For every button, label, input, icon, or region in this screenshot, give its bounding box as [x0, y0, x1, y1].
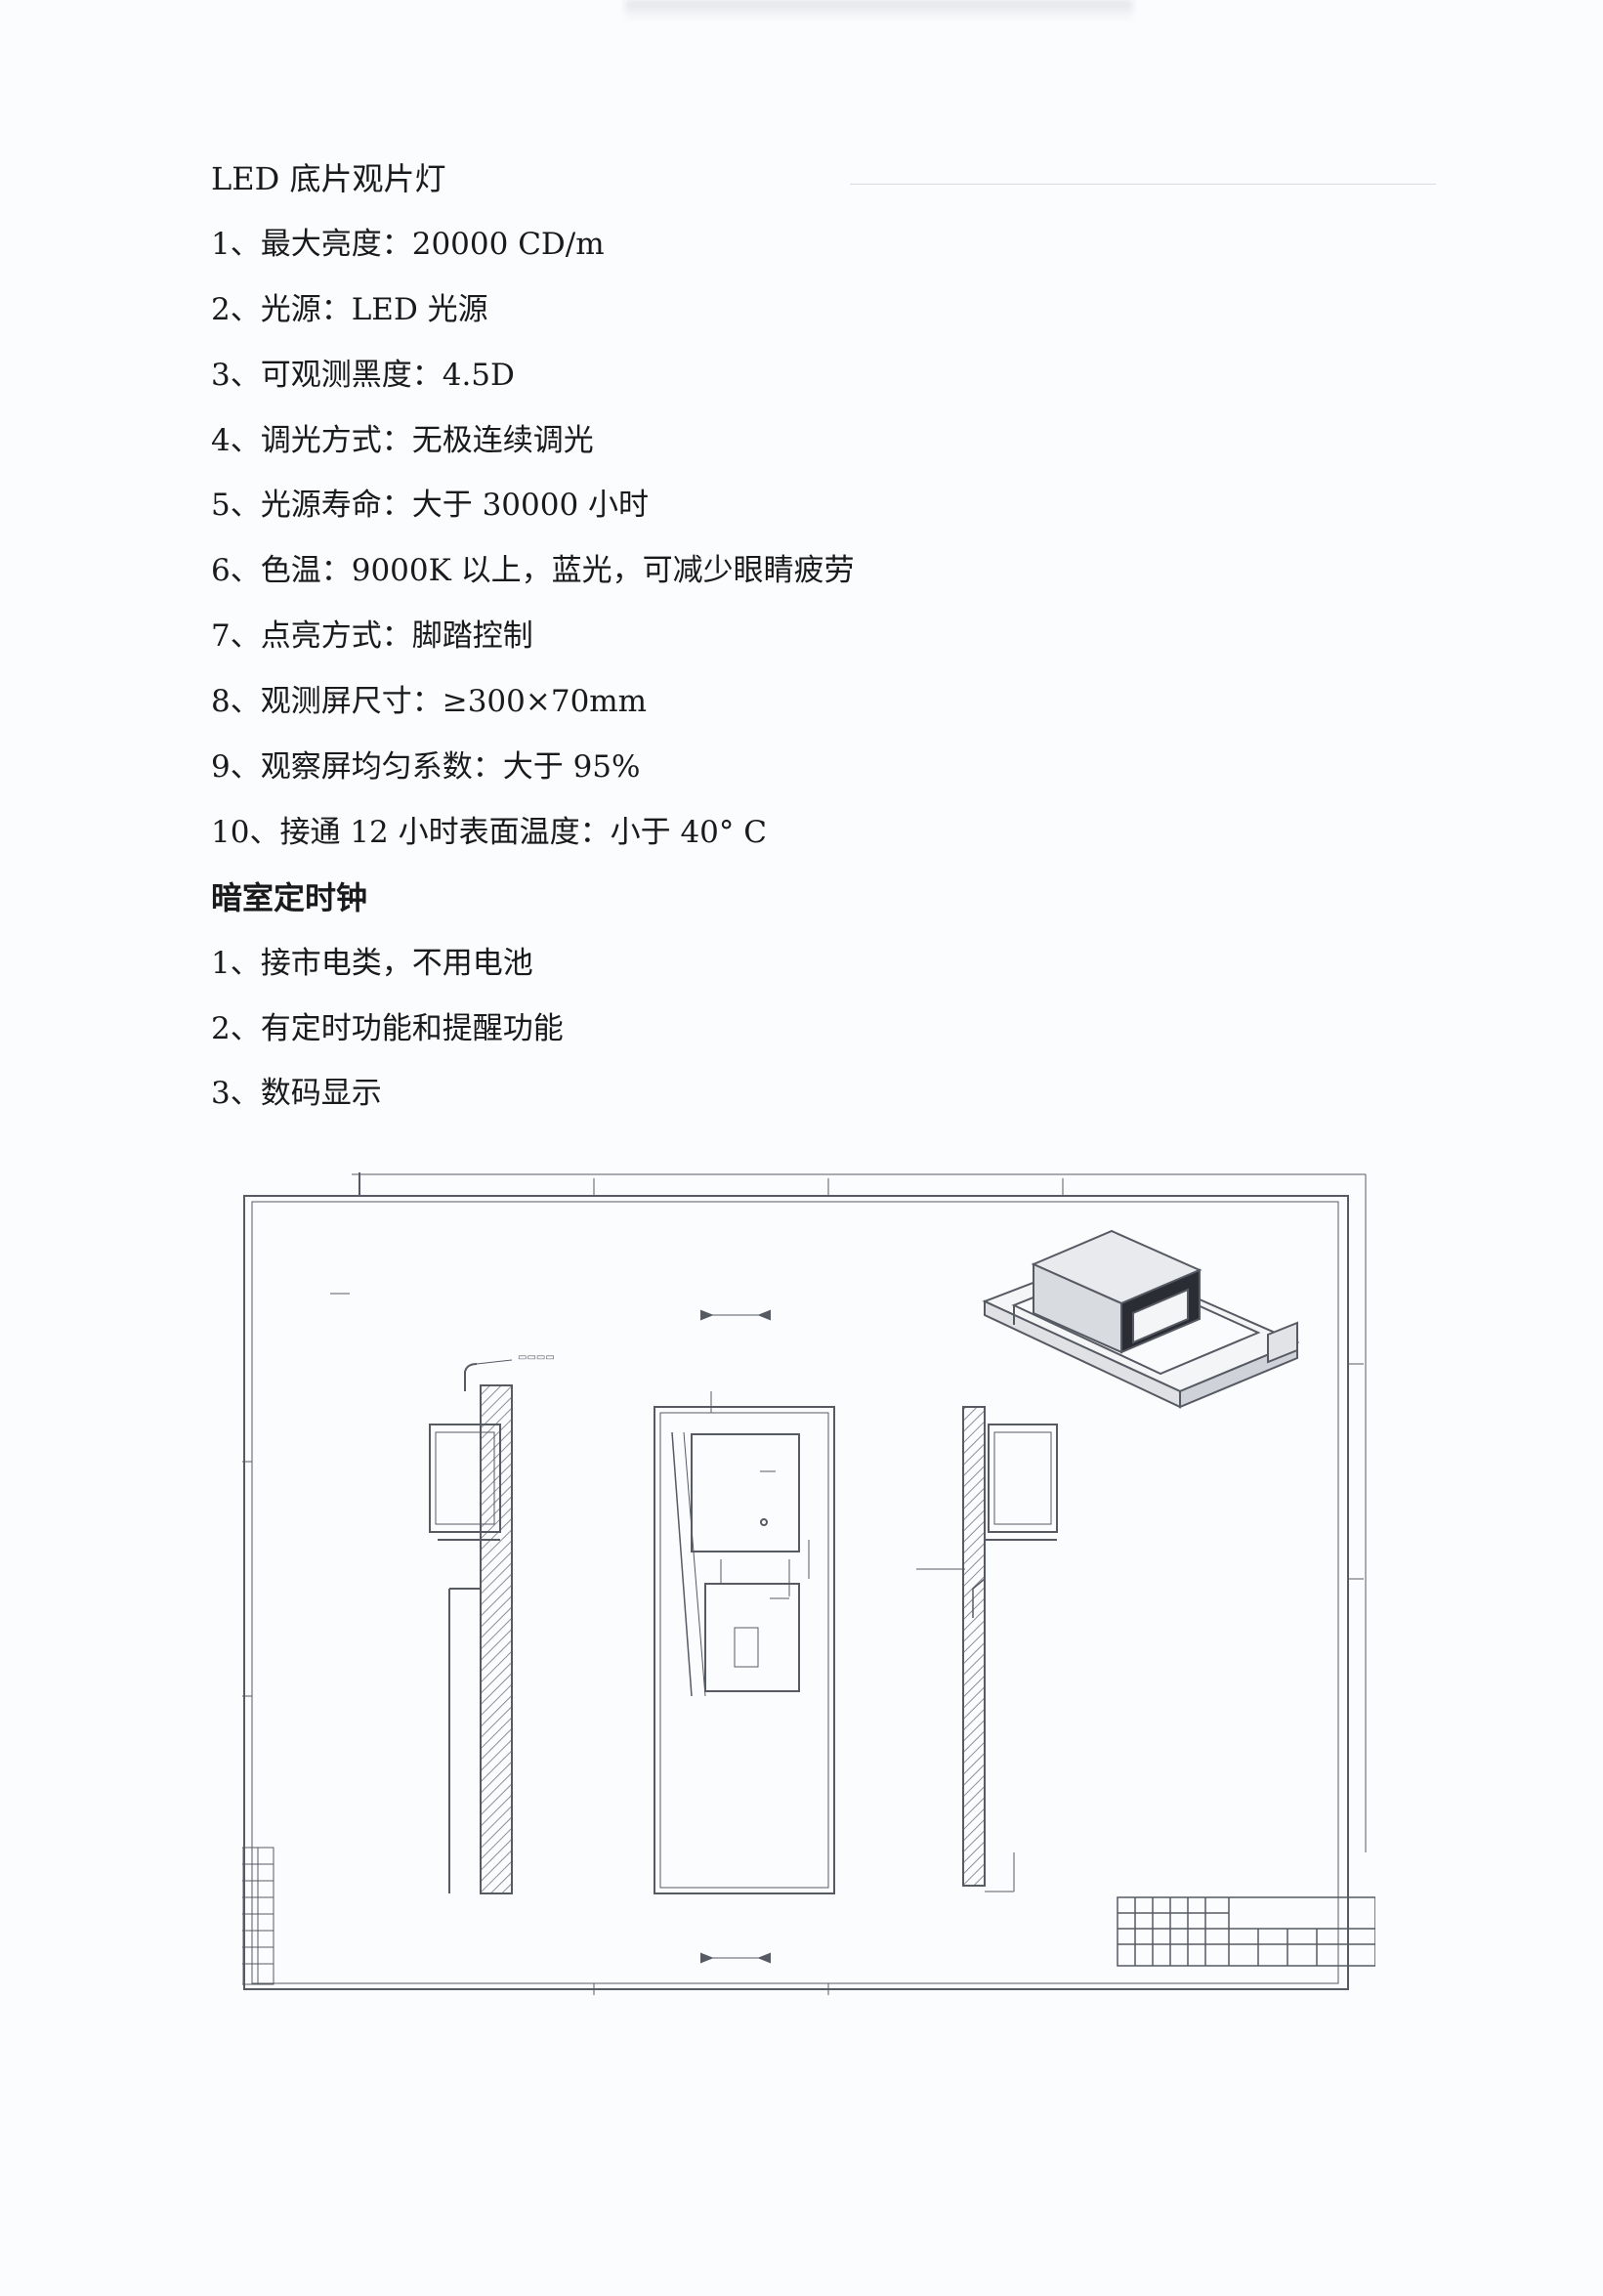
scan-artifact-line: [850, 184, 1436, 185]
title-block: [1117, 1896, 1375, 1967]
wall-hatch-left: [480, 1384, 513, 1894]
sheet-border: [243, 1195, 1349, 1990]
svg-text:▭▭▭▭: ▭▭▭▭: [518, 1352, 555, 1363]
section-title-timer: 暗室定时钟: [211, 878, 368, 916]
right-section-view: [916, 1406, 1058, 1892]
spec-text-block: LED 底片观片灯 1、最大亮度：20000 CD/m 2、光源：LED 光源 …: [211, 147, 1383, 1127]
isometric-view: [982, 1229, 1300, 1409]
spec-item: 9、观察屏均匀系数：大于 95%: [211, 749, 641, 786]
spec-item: 3、可观测黑度：4.5D: [211, 357, 515, 393]
right-box: [988, 1424, 1058, 1533]
left-box: [429, 1424, 501, 1533]
spec-item: 1、接市电类，不用电池: [211, 945, 533, 981]
front-upper-box: [691, 1433, 800, 1552]
spec-item: 3、数码显示: [211, 1076, 382, 1112]
sheet-frame: [242, 1172, 1367, 1995]
scan-shadow: [625, 0, 1133, 21]
sheet-inner-border: [251, 1201, 1339, 1984]
spec-item: 2、有定时功能和提醒功能: [211, 1010, 564, 1046]
spec-item: 7、点亮方式：脚踏控制: [211, 618, 533, 655]
wall-hatch-right: [962, 1406, 986, 1887]
spec-item: 2、光源：LED 光源: [211, 291, 488, 327]
front-outer: [654, 1406, 835, 1894]
left-section-view: ▭▭▭▭: [429, 1352, 555, 1894]
spec-item: 4、调光方式：无极连续调光: [211, 422, 594, 458]
spec-item: 1、最大亮度：20000 CD/m: [211, 226, 605, 262]
spec-item: 5、光源寿命：大于 30000 小时: [211, 488, 650, 524]
front-view: [654, 1309, 835, 1964]
technical-drawing: ▭▭▭▭: [242, 1169, 1375, 1995]
spec-item: 6、色温：9000K 以上，蓝光，可减少眼睛疲劳: [211, 553, 855, 589]
spec-item: 10、接通 12 小时表面温度：小于 40° C: [211, 814, 767, 850]
revision-table: [242, 1847, 274, 1985]
section-title-viewer: LED 底片观片灯: [211, 160, 446, 197]
front-lower-box: [704, 1583, 800, 1692]
spec-item: 8、观测屏尺寸：≥300×70mm: [211, 684, 648, 720]
technical-drawing-svg: ▭▭▭▭: [242, 1172, 1375, 1995]
